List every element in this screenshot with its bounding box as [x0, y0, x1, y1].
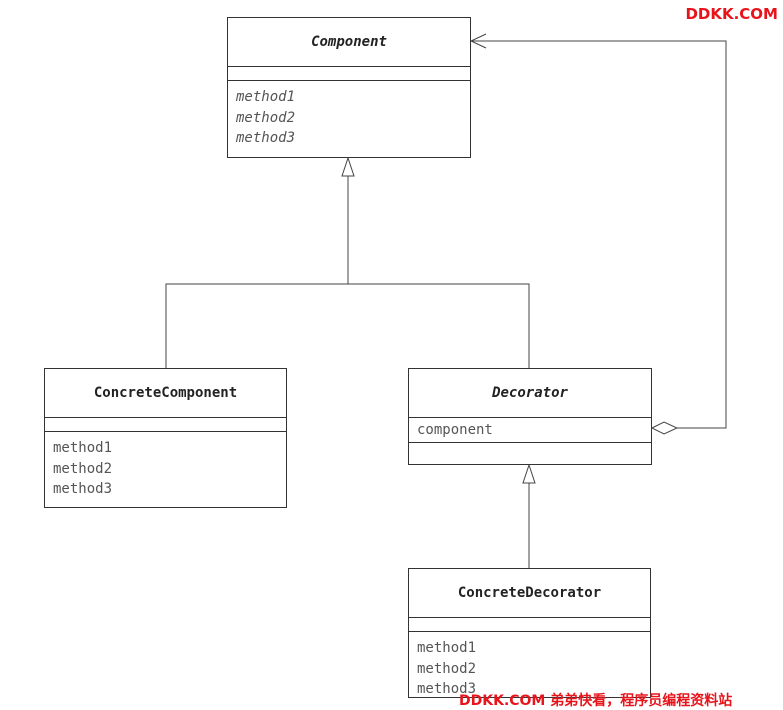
operation: method3: [236, 130, 296, 146]
operation: method1: [236, 89, 296, 105]
class-name: Decorator: [409, 369, 651, 418]
class-component: Component method1 method2 method3: [227, 17, 471, 158]
operations-compartment: method1 method2 method3: [228, 81, 470, 149]
operation: method1: [417, 640, 477, 656]
watermark-bottom: DDKK.COM 弟弟快看，程序员编程资料站: [459, 693, 733, 709]
attributes-compartment: [228, 67, 470, 81]
operation: method3: [417, 681, 477, 697]
class-name: ConcreteDecorator: [409, 569, 650, 618]
attributes-compartment: [45, 418, 286, 432]
attributes-compartment: component: [409, 418, 651, 443]
operation: method2: [53, 460, 113, 477]
inheritance-arrow-decorator: [522, 463, 536, 484]
operations-compartment: method1 method2 method3: [409, 632, 650, 700]
class-concrete-component: ConcreteComponent method1 method2 method…: [44, 368, 287, 508]
class-decorator: Decorator component: [408, 368, 652, 465]
attribute: component: [417, 422, 493, 438]
class-name: ConcreteComponent: [45, 369, 286, 418]
operations-compartment: method1 method2 method3: [45, 432, 286, 500]
operation: method2: [236, 109, 296, 126]
class-concrete-decorator: ConcreteDecorator method1 method2 method…: [408, 568, 651, 698]
inheritance-tree-component: [165, 283, 530, 368]
aggregation-line: [471, 40, 727, 429]
watermark-top: DDKK.COM: [685, 5, 778, 23]
operation: method3: [53, 481, 113, 497]
navigation-arrowhead: [469, 33, 487, 49]
operation: method2: [417, 660, 477, 677]
operation: method1: [53, 440, 113, 456]
attributes-compartment: [409, 618, 650, 632]
aggregation-diamond: [650, 421, 679, 435]
class-name: Component: [228, 18, 470, 67]
inheritance-arrow-component: [341, 156, 355, 177]
